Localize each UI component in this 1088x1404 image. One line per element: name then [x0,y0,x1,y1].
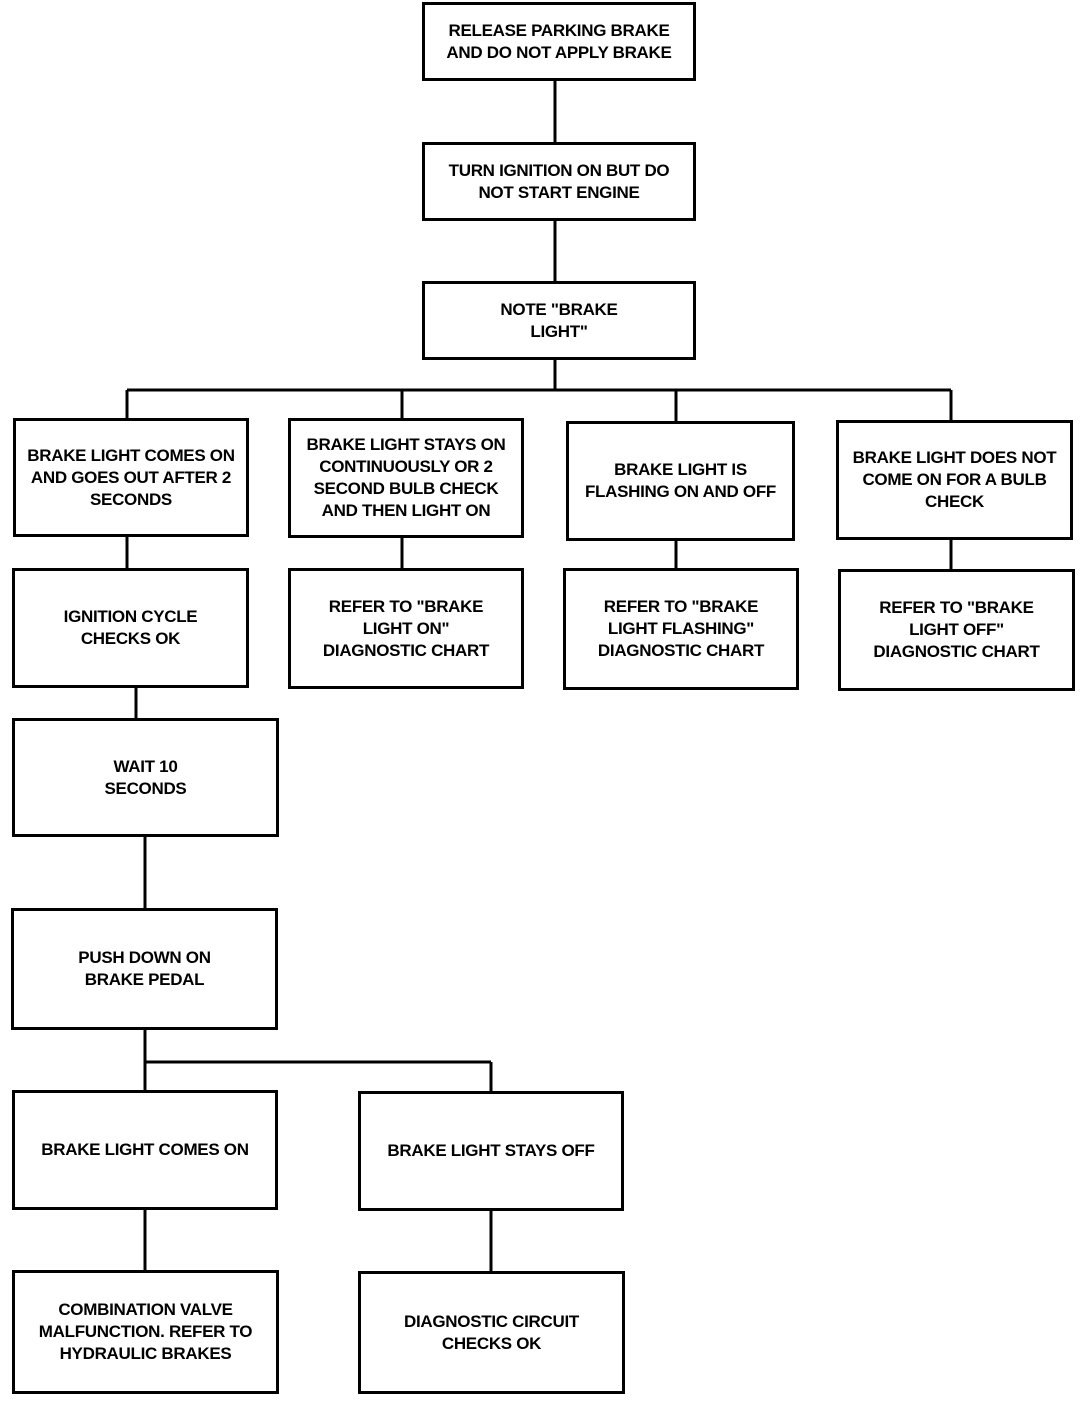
final-diagnostic-circuit-ok: DIAGNOSTIC CIRCUIT CHECKS OK [358,1271,625,1394]
branch-no-bulb-check-text: BRAKE LIGHT DOES NOT COME ON FOR A BULB … [852,448,1057,511]
result-ignition-cycle-ok-text: IGNITION CYCLE CHECKS OK [63,607,198,648]
outcome-brake-light-stays-off: BRAKE LIGHT STAYS OFF [358,1091,624,1211]
result-refer-brake-light-flashing: REFER TO "BRAKE LIGHT FLASHING" DIAGNOST… [563,568,799,690]
step-turn-ignition-on: TURN IGNITION ON BUT DO NOT START ENGINE [422,142,696,221]
step-wait-10-seconds: WAIT 10 SECONDS [12,718,279,837]
step-release-parking-brake: RELEASE PARKING BRAKE AND DO NOT APPLY B… [422,2,696,81]
branch-comes-on-goes-out-text: BRAKE LIGHT COMES ON AND GOES OUT AFTER … [27,445,235,509]
step-note-brake-light-text: NOTE "BRAKE LIGHT" [500,299,618,341]
outcome-brake-light-comes-on: BRAKE LIGHT COMES ON [12,1090,278,1210]
step-push-brake-pedal: PUSH DOWN ON BRAKE PEDAL [11,908,278,1030]
branch-comes-on-goes-out: BRAKE LIGHT COMES ON AND GOES OUT AFTER … [13,418,249,537]
result-refer-brake-light-on: REFER TO "BRAKE LIGHT ON" DIAGNOSTIC CHA… [288,568,524,689]
outcome-brake-light-comes-on-text: BRAKE LIGHT COMES ON [41,1140,249,1159]
final-combination-valve-malfunction: COMBINATION VALVE MALFUNCTION. REFER TO … [12,1270,279,1394]
result-refer-brake-light-off: REFER TO "BRAKE LIGHT OFF" DIAGNOSTIC CH… [838,569,1075,691]
step-release-parking-brake-text: RELEASE PARKING BRAKE AND DO NOT APPLY B… [446,20,672,62]
final-combination-valve-malfunction-text: COMBINATION VALVE MALFUNCTION. REFER TO … [38,1300,253,1363]
step-note-brake-light: NOTE "BRAKE LIGHT" [422,281,696,360]
step-push-brake-pedal-text: PUSH DOWN ON BRAKE PEDAL [78,948,211,989]
branch-stays-on-text: BRAKE LIGHT STAYS ON CONTINUOUSLY OR 2 S… [306,435,506,520]
branch-stays-on: BRAKE LIGHT STAYS ON CONTINUOUSLY OR 2 S… [288,418,524,538]
branch-flashing: BRAKE LIGHT IS FLASHING ON AND OFF [566,421,795,541]
final-diagnostic-circuit-ok-text: DIAGNOSTIC CIRCUIT CHECKS OK [404,1311,579,1353]
result-refer-brake-light-flashing-text: REFER TO "BRAKE LIGHT FLASHING" DIAGNOST… [597,597,765,660]
branch-no-bulb-check: BRAKE LIGHT DOES NOT COME ON FOR A BULB … [836,420,1073,540]
step-wait-10-seconds-text: WAIT 10 SECONDS [104,756,187,798]
step-turn-ignition-on-text: TURN IGNITION ON BUT DO NOT START ENGINE [448,160,670,202]
result-refer-brake-light-on-text: REFER TO "BRAKE LIGHT ON" DIAGNOSTIC CHA… [322,596,490,660]
outcome-brake-light-stays-off-text: BRAKE LIGHT STAYS OFF [387,1141,595,1160]
result-refer-brake-light-off-text: REFER TO "BRAKE LIGHT OFF" DIAGNOSTIC CH… [873,598,1040,661]
branch-flashing-text: BRAKE LIGHT IS FLASHING ON AND OFF [584,460,777,501]
result-ignition-cycle-ok: IGNITION CYCLE CHECKS OK [12,568,249,688]
